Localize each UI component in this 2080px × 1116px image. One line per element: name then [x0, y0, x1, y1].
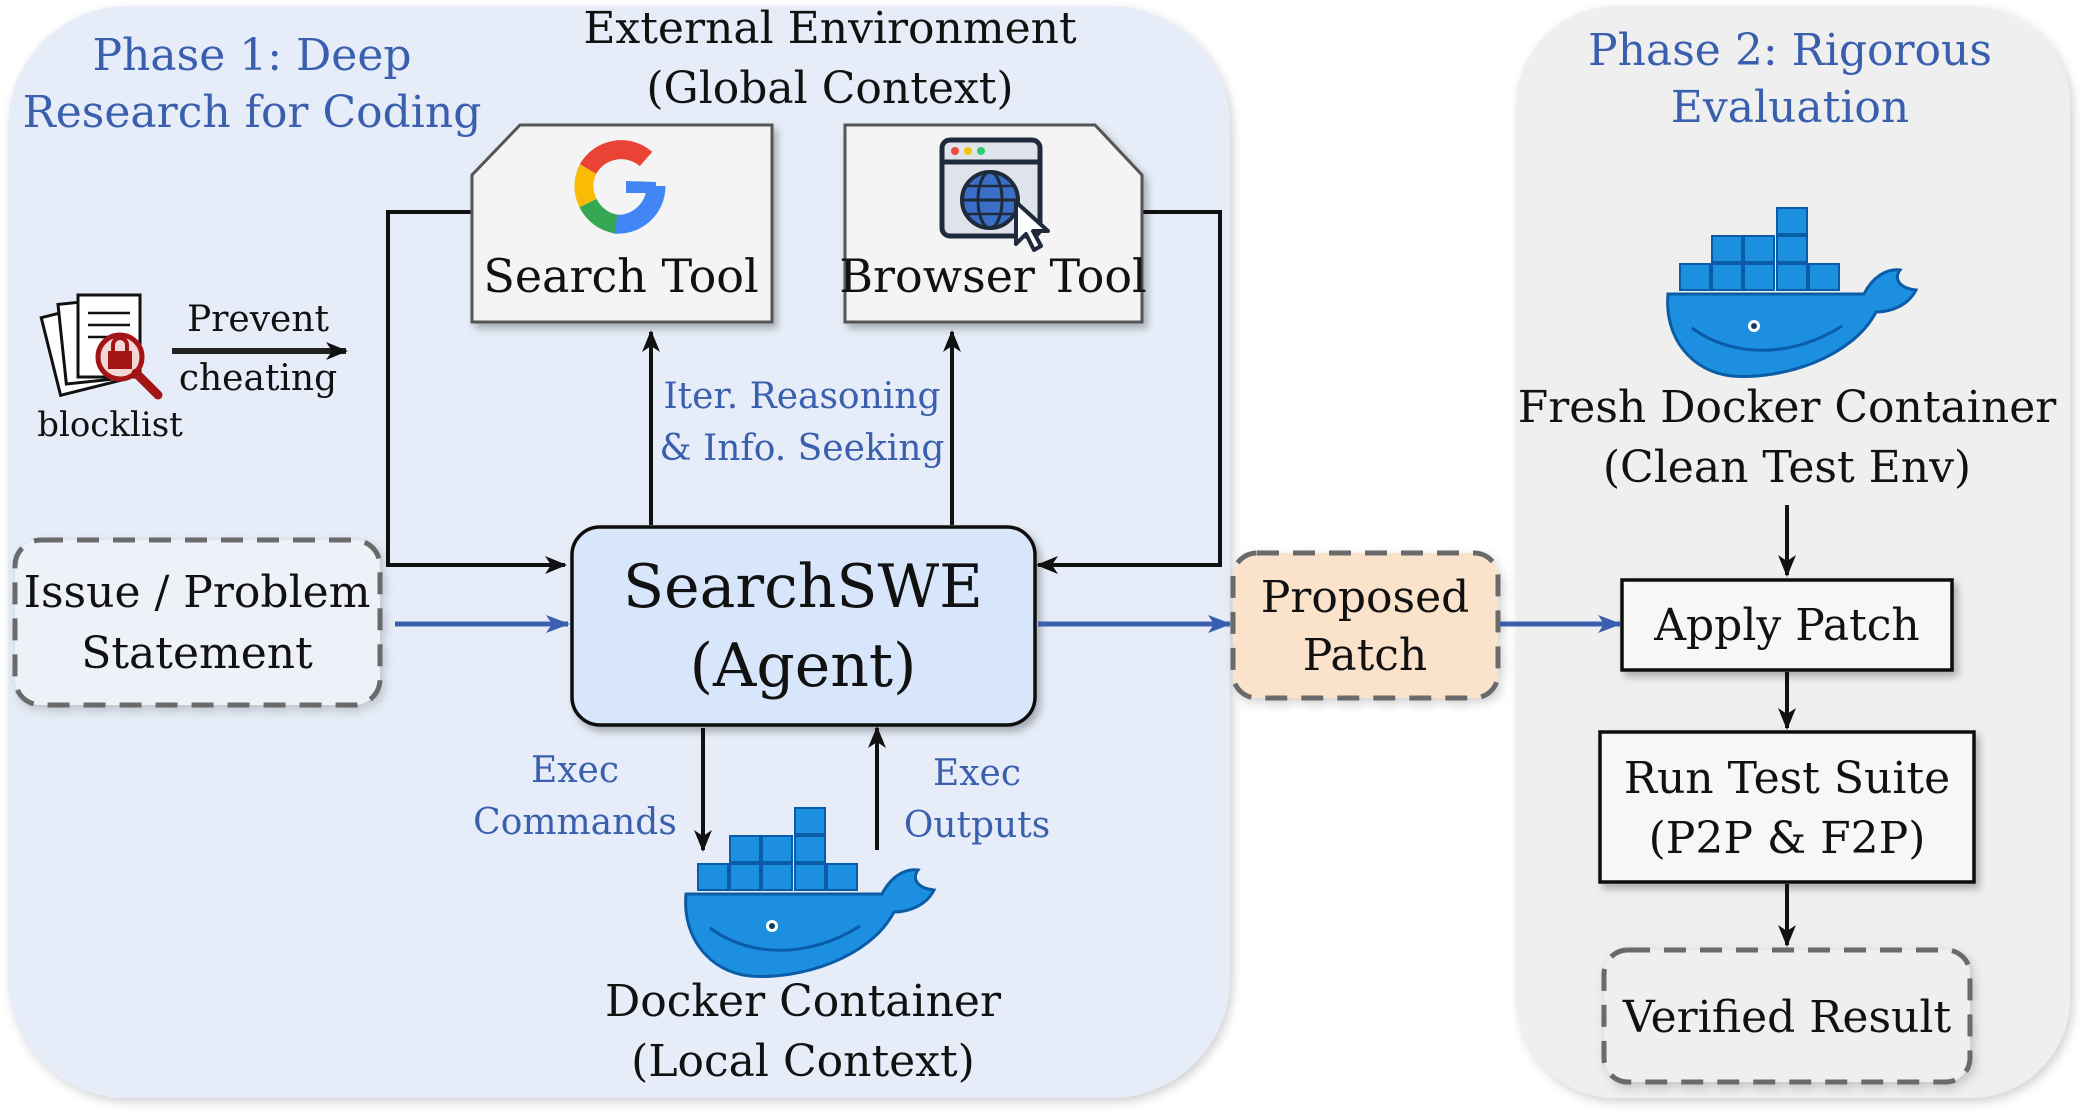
issue-label-line2: Statement — [81, 628, 313, 679]
apply-patch-label: Apply Patch — [1653, 600, 1920, 651]
browser-tool-label: Browser Tool — [839, 249, 1147, 303]
issue-label-line1: Issue / Problem — [24, 567, 371, 618]
docker-local-line2: (Local Context) — [631, 1036, 975, 1087]
external-env-line1: External Environment — [583, 3, 1077, 54]
exec-commands-line1: Exec — [531, 750, 619, 791]
google-g-icon — [574, 140, 666, 234]
exec-commands-line2: Commands — [473, 802, 677, 843]
exec-outputs-line2: Outputs — [904, 805, 1050, 846]
exec-outputs-line1: Exec — [933, 753, 1021, 794]
docker-whale-icon — [684, 807, 937, 978]
patch-label-line2: Patch — [1303, 630, 1428, 681]
left-loop-arrow — [386, 210, 567, 574]
verified-label: Verified Result — [1622, 992, 1952, 1043]
search-tool-label: Search Tool — [483, 249, 758, 303]
docker-whale-icon — [1666, 207, 1919, 378]
phase2-panel — [1516, 6, 2070, 1098]
phase2-title-line1: Phase 2: Rigorous — [1588, 25, 1992, 76]
phase2-title-line2: Evaluation — [1671, 82, 1909, 133]
verified-box — [1601, 947, 1973, 1085]
agent-label-line2: (Agent) — [690, 631, 917, 701]
run-tests-line1: Run Test Suite — [1624, 753, 1950, 804]
run-tests-line2: (P2P & F2P) — [1649, 813, 1926, 864]
fresh-docker-line1: Fresh Docker Container — [1518, 382, 2057, 433]
reasoning-label-line2: & Info. Seeking — [660, 428, 945, 469]
docker-local-line1: Docker Container — [605, 976, 1002, 1027]
right-loop-arrow — [1036, 210, 1222, 574]
run-tests-box — [1598, 730, 1976, 884]
fresh-docker-line2: (Clean Test Env) — [1603, 442, 1971, 493]
agent-box — [570, 525, 1037, 727]
issue-box — [12, 537, 383, 708]
reasoning-label-line1: Iter. Reasoning — [663, 376, 940, 417]
browser-globe-cursor-icon — [939, 137, 1050, 252]
prevent-label: Prevent — [187, 299, 330, 340]
cheating-label: cheating — [179, 358, 337, 399]
documents-lock-magnifier-icon — [39, 293, 163, 400]
agent-label-line1: SearchSWE — [623, 552, 983, 622]
phase1-title-line2: Research for Coding — [23, 87, 482, 138]
proposed-patch-box — [1230, 550, 1501, 701]
apply-patch-box — [1620, 578, 1954, 672]
blocklist-label: blocklist — [37, 405, 183, 445]
patch-label-line1: Proposed — [1261, 572, 1470, 623]
external-env-line2: (Global Context) — [646, 63, 1013, 114]
phase1-title-line1: Phase 1: Deep — [92, 30, 411, 81]
